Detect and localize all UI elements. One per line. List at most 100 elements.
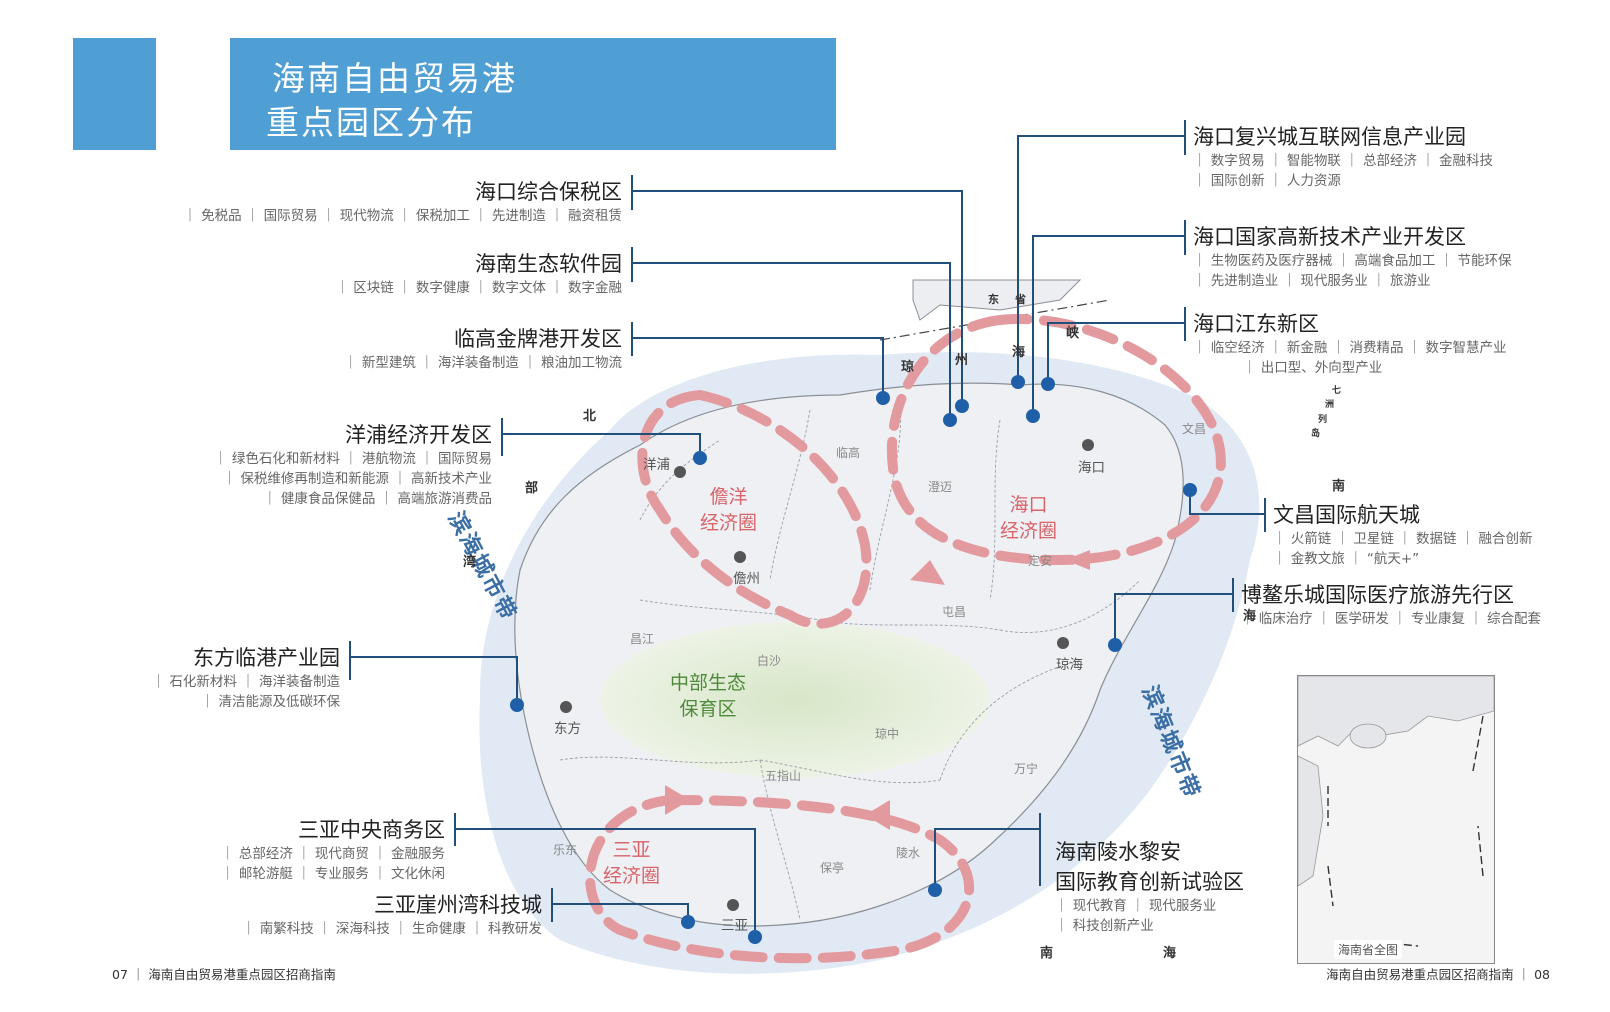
- zone-name: 博鳌乐城国际医疗旅游先行区: [1241, 583, 1514, 607]
- zone-tags: ｜ 出口型、外向型产业: [1243, 360, 1383, 376]
- zone-name: 海口江东新区: [1193, 312, 1319, 336]
- leader-lines: [349, 120, 1266, 935]
- qizhou-zhou: 洲: [1325, 400, 1335, 410]
- region-wuzhishan: 五指山: [765, 769, 802, 783]
- zone-hitech: 海口国家高新技术产业开发区 ｜ 生物医药及医疗器械 ｜ 高端食品加工 ｜ 节能环…: [1193, 221, 1511, 291]
- sea-wan: 湾: [463, 555, 477, 570]
- city-danzhou: 儋州: [733, 571, 760, 587]
- title-line1: 海南自由贸易港: [272, 59, 517, 98]
- region-ledong: 乐东: [553, 843, 578, 857]
- city-dots: [560, 439, 1094, 911]
- region-baoting: 保亭: [820, 861, 845, 875]
- zone-haikou-bonded: 海口综合保税区 ｜ 免税品 ｜ 国际贸易 ｜ 现代物流 ｜ 保税加工 ｜ 先进制…: [183, 176, 622, 226]
- zone-name: 文昌国际航天城: [1273, 503, 1420, 527]
- footer-left: 07 ｜ 海南自由贸易港重点园区招商指南: [112, 967, 336, 982]
- zone-name: 三亚崖州湾科技城: [374, 893, 542, 917]
- zone-fuxing: 海口复兴城互联网信息产业园 ｜ 数字贸易 ｜ 智能物联 ｜ 总部经济 ｜ 金融科…: [1193, 121, 1493, 191]
- mainland-leizhou: [912, 279, 1082, 321]
- zone-jiangdong: 海口江东新区 ｜ 临空经济 ｜ 新金融 ｜ 消费精品 ｜ 数字智慧产业 ｜ 出口…: [1193, 308, 1507, 378]
- zone-tags: ｜ 生物医药及医疗器械 ｜ 高端食品加工 ｜ 节能环保: [1193, 253, 1512, 269]
- zone-tags: ｜ 清洁能源及低碳环保: [200, 694, 340, 710]
- region-wenchang: 文昌: [1182, 422, 1207, 436]
- sea-hai-south: 海: [1163, 946, 1177, 961]
- qizhou-qi: 七: [1332, 386, 1342, 396]
- zone-tags: ｜ 先进制造业 ｜ 现代服务业 ｜ 旅游业: [1193, 273, 1431, 289]
- qizhou-dao: 岛: [1311, 429, 1321, 439]
- eco-label-line: 中部生态: [670, 672, 747, 694]
- zone-tags: ｜ 数字贸易 ｜ 智能物联 ｜ 总部经济 ｜ 金融科技: [1193, 153, 1494, 169]
- mainland-sheng: 省: [1015, 293, 1026, 306]
- zone-tags: ｜ 区块链 ｜ 数字健康 ｜ 数字文体 ｜ 数字金融: [335, 280, 622, 296]
- region-changjiang: 昌江: [630, 632, 655, 646]
- zone-tags: ｜ 临床治疗 ｜ 医学研发 ｜ 专业康复 ｜ 综合配套: [1241, 611, 1542, 627]
- region-tunchang: 屯昌: [942, 605, 967, 619]
- circle-label-line: 经济圈: [603, 865, 661, 887]
- mainland-dong: 东: [988, 293, 999, 306]
- zone-dots: [510, 375, 1197, 944]
- zone-tags: ｜ 绿色石化和新材料 ｜ 港航物流 ｜ 国际贸易: [214, 451, 492, 467]
- county-boundaries: [559, 399, 1141, 921]
- zone-tags: ｜ 保税维修再制造和新能源 ｜ 高新技术产业: [222, 471, 492, 487]
- zone-wenchang: 文昌国际航天城 ｜ 火箭链 ｜ 卫星链 ｜ 数据链 ｜ 融合创新 ｜ 金教文旅 …: [1273, 499, 1533, 569]
- header-accent-block: [73, 38, 156, 150]
- sea-bu: 部: [525, 481, 539, 496]
- zone-name: 海南陵水黎安: [1055, 840, 1181, 864]
- zone-sanya-yazhou: 三亚崖州湾科技城 ｜ 南繁科技 ｜ 深海科技 ｜ 生命健康 ｜ 科教研发: [242, 889, 542, 939]
- city-dongfang: 东方: [554, 721, 581, 737]
- city-sanya: 三亚: [721, 918, 748, 934]
- zone-tags: ｜ 南繁科技 ｜ 深海科技 ｜ 生命健康 ｜ 科教研发: [241, 921, 542, 937]
- region-lingshui: 陵水: [896, 846, 921, 860]
- zone-boao: 博鳌乐城国际医疗旅游先行区 ｜ 临床治疗 ｜ 医学研发 ｜ 专业康复 ｜ 综合配…: [1241, 579, 1541, 629]
- circle-label-line: 儋洋: [709, 486, 748, 508]
- zone-tags: ｜ 免税品 ｜ 国际贸易 ｜ 现代物流 ｜ 保税加工 ｜ 先进制造 ｜ 融资租赁: [183, 208, 622, 224]
- zone-tags: ｜ 科技创新产业: [1055, 918, 1154, 934]
- zone-name: 洋浦经济开发区: [345, 423, 492, 447]
- strait-xia: 峡: [1066, 326, 1080, 341]
- sea-nan-east: 南: [1332, 479, 1346, 494]
- region-chengmai: 澄迈: [928, 480, 953, 494]
- strait-zhou: 州: [955, 353, 969, 368]
- zone-name: 三亚中央商务区: [298, 818, 445, 842]
- strait-line: [879, 299, 1111, 341]
- zone-tags: ｜ 现代教育 ｜ 现代服务业: [1055, 898, 1217, 914]
- zone-tags: ｜ 石化新材料 ｜ 海洋装备制造: [151, 674, 340, 690]
- zone-name: 海口复兴城互联网信息产业园: [1193, 125, 1466, 149]
- sea-nan-south: 南: [1040, 946, 1054, 961]
- zone-tags: ｜ 临空经济 ｜ 新金融 ｜ 消费精品 ｜ 数字智慧产业: [1193, 340, 1507, 356]
- zone-tags: ｜ 新型建筑 ｜ 海洋装备制造 ｜ 粮油加工物流: [344, 355, 622, 371]
- circle-label-line: 海口: [1009, 494, 1048, 516]
- zone-name: 国际教育创新试验区: [1055, 870, 1244, 894]
- central-eco-zone: [600, 622, 990, 778]
- region-dingan: 定安: [1028, 554, 1053, 568]
- zone-tags: ｜ 健康食品保健品 ｜ 高端旅游消费品: [263, 491, 492, 507]
- zone-name: 临高金牌港开发区: [454, 327, 622, 351]
- zone-name: 东方临港产业园: [193, 646, 340, 670]
- eco-zone-label: 中部生态 保育区: [670, 670, 746, 722]
- inset-map-label: 海南省全图: [1334, 940, 1403, 959]
- danyang-circle-label: 儋洋 经济圈: [700, 484, 757, 536]
- zone-eco-software: 海南生态软件园 ｜ 区块链 ｜ 数字健康 ｜ 数字文体 ｜ 数字金融: [335, 248, 622, 298]
- circle-label-line: 经济圈: [700, 512, 758, 534]
- inset-map-graphic: [1298, 676, 1494, 947]
- circle-arrows: [665, 550, 1090, 830]
- inset-map: [1297, 675, 1495, 964]
- zone-name: 海南生态软件园: [475, 252, 622, 276]
- zone-dongfang: 东方临港产业园 ｜ 石化新材料 ｜ 海洋装备制造 ｜ 清洁能源及低碳环保: [152, 642, 340, 712]
- qizhou-lie: 列: [1318, 415, 1328, 425]
- title-box: 海南自由贸易港 重点园区分布: [230, 38, 836, 150]
- zone-tags: ｜ 金教文旅 ｜ “航天+”: [1273, 551, 1420, 567]
- zone-name: 海口国家高新技术产业开发区: [1193, 225, 1466, 249]
- city-yangpu: 洋浦: [643, 457, 670, 473]
- sanya-circle-label: 三亚 经济圈: [603, 837, 660, 889]
- title-line2: 重点园区分布: [266, 103, 476, 142]
- region-wanning: 万宁: [1014, 762, 1039, 776]
- strait-hai: 海: [1012, 345, 1026, 360]
- circle-label-line: 经济圈: [1000, 520, 1058, 542]
- sanya-circle: [585, 794, 975, 964]
- zone-tags: ｜ 邮轮游艇 ｜ 专业服务 ｜ 文化休闲: [221, 866, 445, 882]
- city-qionghai: 琼海: [1056, 657, 1083, 673]
- zone-yangpu: 洋浦经济开发区 ｜ 绿色石化和新材料 ｜ 港航物流 ｜ 国际贸易 ｜ 保税维修再…: [214, 419, 492, 509]
- zone-tags: ｜ 总部经济 ｜ 现代商贸 ｜ 金融服务: [221, 846, 445, 862]
- zone-tags: ｜ 国际创新 ｜ 人力资源: [1193, 173, 1341, 189]
